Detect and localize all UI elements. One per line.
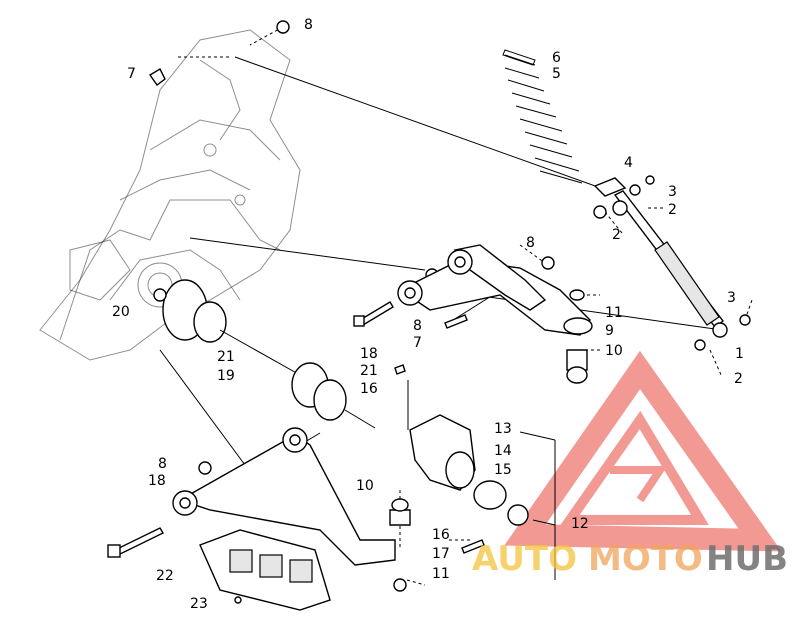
callout-18: 18 [148,473,166,489]
part-callouts: 1 2 2 2 3 3 4 5 6 7 7 8 8 8 8 9 10 10 11… [112,17,744,612]
callout-14: 14 [494,443,512,459]
callout-15: 15 [494,462,512,478]
coil-spring [502,49,627,197]
steering-knuckle [409,414,529,526]
cv-axle [153,279,376,429]
callout-4: 4 [624,155,633,171]
watermark-auto: AUTO [472,539,577,579]
watermark-hub: HUB [706,539,788,579]
watermark-logo [504,350,782,552]
callout-1: 1 [735,346,744,362]
callout-11: 11 [432,566,450,582]
callout-8: 8 [526,235,535,251]
callout-8: 8 [413,318,422,334]
callout-16: 16 [432,527,450,543]
callout-2: 2 [612,227,621,243]
engine-frame-sketch [39,29,301,361]
callout-20: 20 [112,304,130,320]
callout-6: 6 [552,50,561,66]
callout-11: 11 [605,305,623,321]
fasteners-upper [148,20,751,351]
callout-12: 12 [571,516,589,532]
skid-plate [199,529,331,611]
callout-7: 7 [413,335,422,351]
callout-7: 7 [127,66,136,82]
callout-9: 9 [605,323,614,339]
callout-2: 2 [734,371,743,387]
callout-8: 8 [158,456,167,472]
callout-8: 8 [304,17,313,33]
callout-3: 3 [668,184,677,200]
callout-5: 5 [552,66,561,82]
watermark-text: AUTO MOTO HUB [472,539,788,579]
callout-21: 21 [217,349,235,365]
callout-17: 17 [432,546,450,562]
callout-13: 13 [494,421,512,437]
watermark-moto: MOTO [588,539,703,579]
upper-a-arm [397,244,593,384]
shock-absorber [612,190,728,338]
callout-3: 3 [727,290,736,306]
callout-22: 22 [156,568,174,584]
callout-18: 18 [360,346,378,362]
callout-2: 2 [668,202,677,218]
upper-bolts [353,301,468,375]
callout-16: 16 [360,381,378,397]
lower-bolts [107,527,485,558]
callout-10: 10 [356,478,374,494]
circlips [393,289,585,592]
callout-21: 21 [360,363,378,379]
callout-23: 23 [190,596,208,612]
lower-a-arm [172,427,411,566]
callout-19: 19 [217,368,235,384]
callout-10: 10 [605,343,623,359]
